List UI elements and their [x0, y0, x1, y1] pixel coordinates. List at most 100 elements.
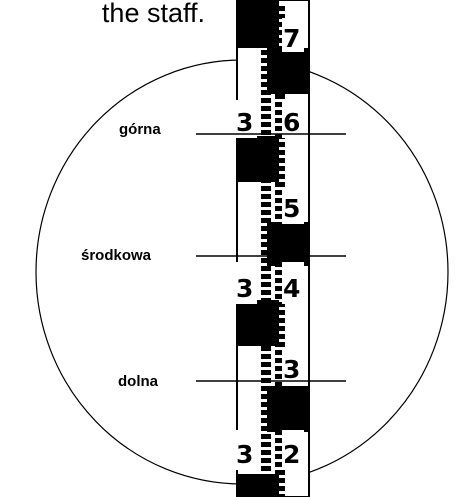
staff-tick-right [275, 406, 285, 411]
numeral-bg [282, 188, 304, 224]
staff-tick-right [275, 494, 285, 497]
staff-tick-left [261, 258, 271, 263]
staff-tick-left [261, 122, 271, 127]
staff-tick-left [261, 26, 271, 31]
staff-tick-right [275, 22, 285, 27]
staff-tick-left [261, 282, 271, 287]
caption-text: the staff. [101, 2, 205, 28]
staff-tick-left [261, 250, 271, 255]
staff-blocks [238, 0, 308, 497]
staff-tick-right [275, 190, 285, 195]
staff-tick-right [275, 158, 285, 163]
staff-tick-left [261, 210, 271, 215]
staff-tick-left [261, 386, 271, 391]
staff-tick-left [261, 354, 271, 359]
staff-tick-right [275, 230, 285, 235]
staff-tick-right [275, 134, 285, 139]
staff-tick-left [261, 402, 271, 407]
staff-tick-right [275, 430, 285, 435]
staff-number-3-bottom: 3 [236, 440, 253, 469]
staff-number-6: 6 [283, 108, 300, 137]
staff-tick-left [261, 202, 271, 207]
staff-number-3-lower: 3 [283, 355, 300, 384]
staff-block-right [267, 48, 308, 94]
numeral-bg [282, 100, 304, 138]
staff-tick-left [261, 18, 271, 23]
staff-tick-right [275, 334, 285, 339]
staff-tick-right [275, 454, 285, 459]
staff-tick-right [275, 358, 285, 363]
staff-tick-left [261, 170, 271, 175]
staff-tick-left [261, 370, 271, 375]
staff-tick-left [261, 338, 271, 343]
staff-tick-left [261, 34, 271, 39]
staff-tick-right [275, 246, 285, 251]
staff-tick-right [275, 86, 285, 91]
staff-tick-left [261, 138, 271, 143]
staff-tick-right [275, 238, 285, 243]
staff-tick-left [261, 234, 271, 239]
numeral-bg [235, 100, 257, 138]
staff-tick-right [275, 294, 285, 299]
staff-block-left [238, 136, 279, 182]
staff-tick-right [275, 342, 285, 347]
staff-tick-left [261, 66, 271, 71]
staff-block-right [267, 386, 308, 432]
staff-tick-right [275, 166, 285, 171]
staff-tick-right [275, 214, 285, 219]
staff-tick-right [275, 350, 285, 355]
staff-block-left [238, 300, 279, 346]
staff-tick-right [275, 118, 285, 123]
staff-tick-left [261, 322, 271, 327]
staff-tick-right [275, 366, 285, 371]
leveling-staff [236, 0, 310, 497]
lower-line-label: dolna [118, 373, 159, 390]
staff-tick-right [275, 126, 285, 131]
staff-tick-left [261, 274, 271, 279]
staff-tick-left [261, 474, 271, 479]
staff-tick-right [275, 318, 285, 323]
staff-tick-right [275, 278, 285, 283]
staff-tick-left [261, 58, 271, 63]
staff-tick-left [261, 266, 271, 271]
staff-tick-right [275, 478, 285, 483]
staff-tick-left [261, 458, 271, 463]
staff-tick-right [275, 70, 285, 75]
staff-tick-right [275, 30, 285, 35]
staff-tick-right [275, 286, 285, 291]
staff-tick-right [275, 182, 285, 187]
staff-tick-left [261, 442, 271, 447]
staff-block-right [267, 222, 308, 266]
staff-tick-right [275, 422, 285, 427]
numeral-bg [282, 18, 304, 52]
staff-tick-right [275, 14, 285, 19]
staff-tick-left [261, 314, 271, 319]
staff-tick-left [261, 82, 271, 87]
staff-tick-left [261, 362, 271, 367]
staff-tick-right [275, 46, 285, 51]
staff-tick-left [261, 106, 271, 111]
staff-tick-left [261, 346, 271, 351]
staff-tick-right [275, 462, 285, 467]
caption-text-fragment: the staff. [0, 2, 215, 42]
staff-tick-right [275, 486, 285, 491]
staff-tick-left [261, 466, 271, 471]
staff-number-3-upper: 3 [236, 108, 253, 137]
staff-tick-right [275, 142, 285, 147]
staff-tick-right [275, 6, 285, 11]
staff-number-4: 4 [283, 274, 300, 303]
staff-tick-left [261, 10, 271, 15]
staff-tick-left [261, 394, 271, 399]
staff-number-2: 2 [283, 440, 300, 469]
staff-tick-left [261, 298, 271, 303]
upper-line-label: górna [119, 121, 161, 138]
staff-tick-left [261, 162, 271, 167]
staff-tick-right [275, 310, 285, 315]
staff-number-5: 5 [283, 194, 300, 223]
staff-tick-right [275, 414, 285, 419]
staff-tick-left [261, 290, 271, 295]
staff-tick-right [275, 62, 285, 67]
numeral-bg [235, 430, 257, 470]
staff-tick-left [261, 50, 271, 55]
staff-tick-right [275, 102, 285, 107]
